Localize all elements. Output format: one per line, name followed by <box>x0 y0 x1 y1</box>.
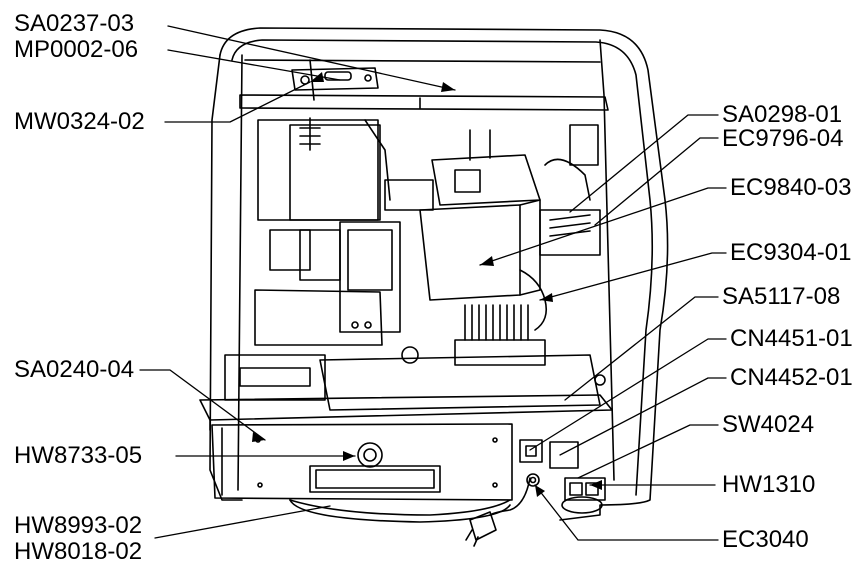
leader-ec9796 <box>594 137 719 226</box>
leader-mw0324 <box>164 81 311 123</box>
leader-sa0240 <box>139 369 266 441</box>
nameplate-bracket <box>291 59 379 101</box>
right-electronics <box>519 124 601 331</box>
left-mechanism <box>254 117 434 346</box>
label-cn4452: CN4452-01 <box>730 364 853 391</box>
leader-mp0002 <box>167 49 341 81</box>
leader-sw4024 <box>577 424 719 479</box>
label-cn4451: CN4451-01 <box>730 325 853 352</box>
center-box <box>419 129 541 301</box>
heatsink <box>454 304 546 366</box>
label-hw8018: HW8018-02 <box>14 538 143 565</box>
leader-hw8993 <box>154 505 331 539</box>
leader-cn4452 <box>559 377 727 456</box>
label-sw4024: SW4024 <box>722 411 815 438</box>
label-sa5117: SA5117-08 <box>722 283 841 310</box>
label-ec9840: EC9840-03 <box>730 174 852 201</box>
leader-ec9304 <box>539 252 727 301</box>
label-hw1310: HW1310 <box>722 471 816 498</box>
front-panel <box>211 423 513 501</box>
leader-sa5117 <box>564 296 719 401</box>
power-cord <box>465 477 531 547</box>
label-sa0237: SA0237-03 <box>14 10 135 37</box>
label-ec3040: EC3040 <box>722 526 809 553</box>
leader-sa0298 <box>569 114 719 213</box>
lower-tray <box>224 346 606 411</box>
label-hw8993: HW8993-02 <box>14 512 143 539</box>
label-ec9304: EC9304-01 <box>730 239 852 266</box>
label-mp0002: MP0002-06 <box>14 36 139 63</box>
leader-sa0237 <box>167 25 456 91</box>
leader-ec3040 <box>534 484 719 541</box>
base <box>289 499 511 523</box>
label-mw0324: MW0324-02 <box>14 108 145 135</box>
label-ec9796: EC9796-04 <box>722 125 844 152</box>
label-hw8733: HW8733-05 <box>14 442 143 469</box>
front-shelf <box>199 394 613 431</box>
housing-outline <box>209 27 669 521</box>
label-sa0298: SA0298-01 <box>722 101 843 128</box>
leader-lines <box>139 25 727 541</box>
label-sa0240: SA0240-04 <box>14 356 135 383</box>
rear-connectors <box>519 439 606 514</box>
leader-cn4451 <box>529 338 727 451</box>
arrowheads <box>252 72 602 497</box>
leader-ec9840 <box>479 187 727 266</box>
